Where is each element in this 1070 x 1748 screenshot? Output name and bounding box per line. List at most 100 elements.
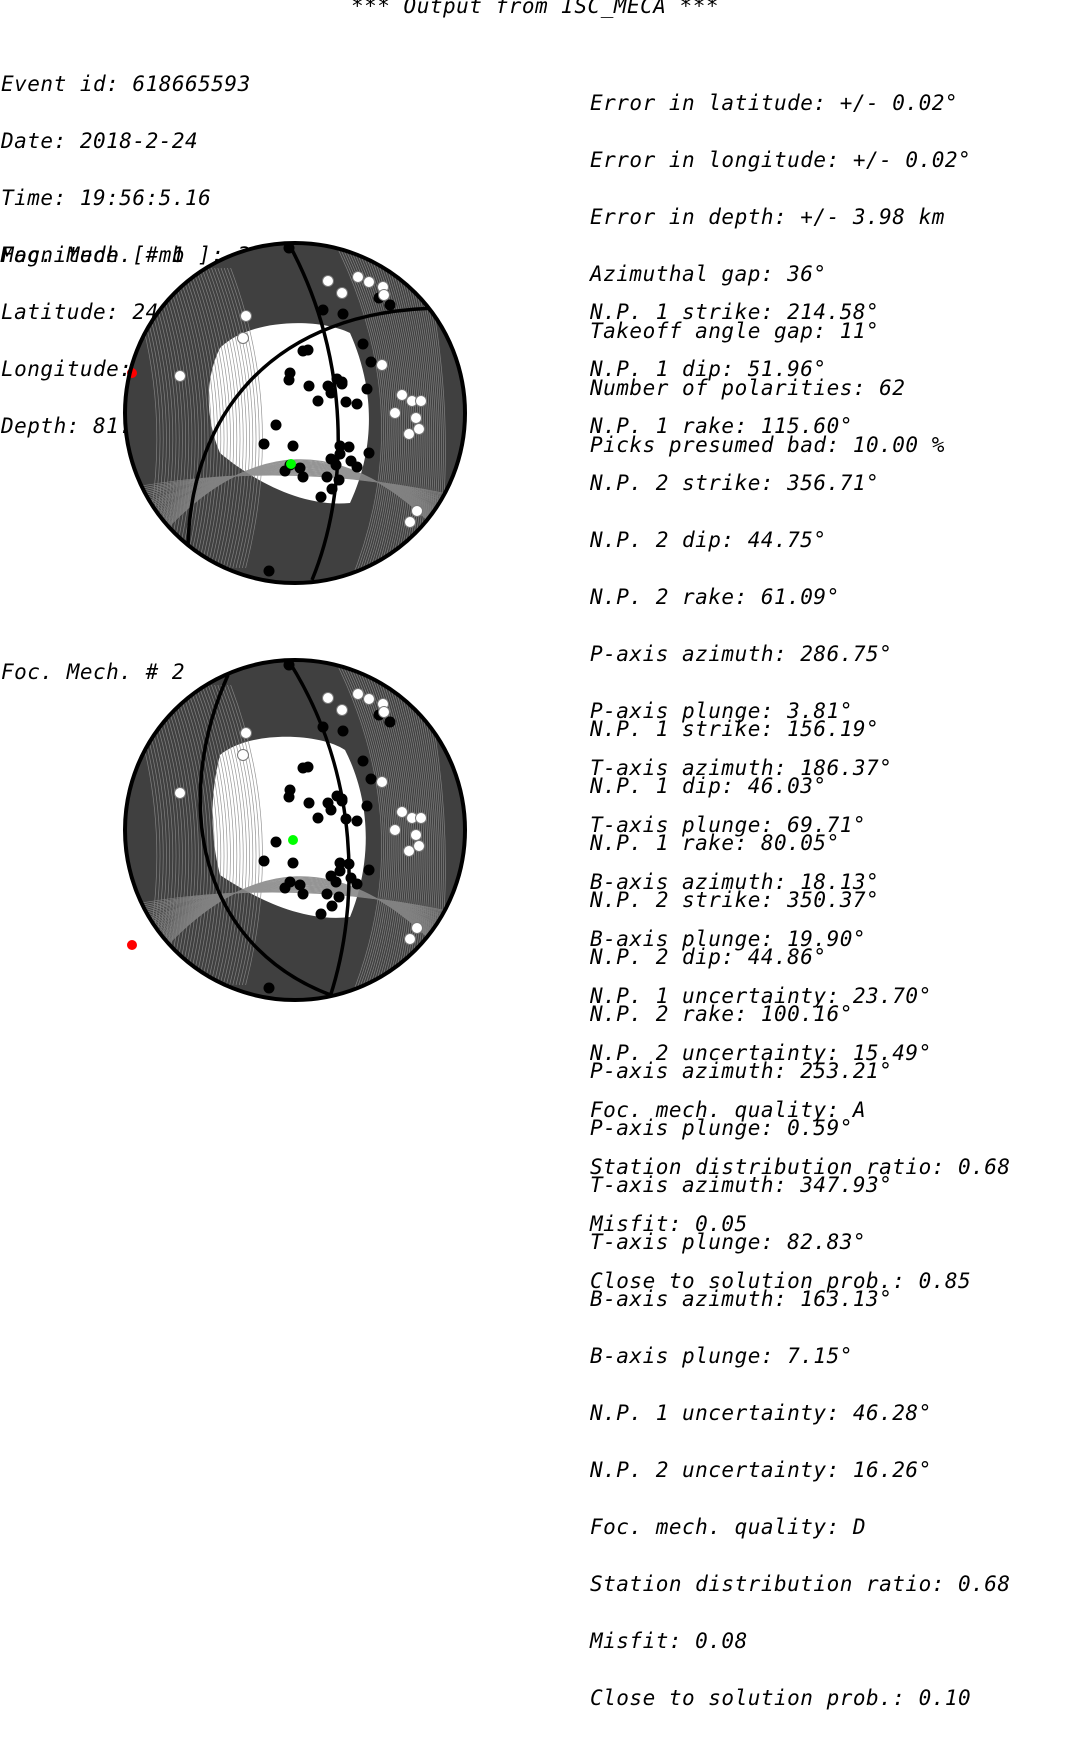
uncertainty-line [217, 684, 250, 986]
p-axis-plunge: P-axis plunge: 3.81° [590, 699, 853, 723]
station-dilatation [376, 776, 388, 788]
np2-strike: N.P. 2 strike: 350.37° [590, 888, 880, 912]
uncertainty-line [220, 267, 254, 569]
station-dilatation [336, 287, 348, 299]
np1-dip: N.P. 1 dip: 46.03° [590, 774, 827, 798]
station-compression [312, 395, 324, 407]
uncertainty-line [185, 684, 218, 986]
uncertainty-line [220, 684, 254, 986]
station-compression [343, 441, 355, 453]
station-compression [283, 242, 295, 254]
uncertainty-line [175, 267, 209, 569]
uncertainty-line [129, 473, 465, 505]
uncertainty-line [129, 472, 465, 510]
station-distribution-ratio: Station distribution ratio: 0.68 [590, 1572, 1011, 1596]
station-compression [384, 299, 396, 311]
error-depth: Error in depth: +/- 3.98 km [590, 205, 945, 229]
np2-uncertainty: N.P. 2 uncertainty: 16.26° [590, 1458, 932, 1482]
uncertainty-line [159, 267, 193, 569]
uncertainty-line [129, 474, 465, 503]
uncertainty-line [156, 684, 190, 986]
station-compression [326, 483, 338, 495]
station-compression [302, 344, 314, 356]
station-compression [312, 812, 324, 824]
uncertainty-line [204, 684, 238, 986]
t-axis-plunge: T-axis plunge: 82.83° [590, 1230, 867, 1254]
nodal-plane-2 [198, 674, 346, 1000]
station-compression [361, 800, 373, 812]
station-compression [333, 474, 345, 486]
uncertainty-line [175, 684, 209, 986]
uncertainty-line [191, 684, 225, 986]
station-compression [363, 447, 375, 459]
np2-strike: N.P. 2 strike: 356.71° [590, 471, 880, 495]
uncertainty-line [217, 267, 250, 569]
uncertainty-line [375, 660, 413, 1000]
uncertainty-line [214, 684, 247, 986]
uncertainty-line [223, 267, 257, 569]
station-dilatation [389, 824, 401, 836]
uncertainty-line [195, 684, 228, 986]
station-compression [294, 879, 306, 891]
station-dilatation [396, 389, 408, 401]
station-dilatation [415, 395, 427, 407]
t-axis-azimuth: T-axis azimuth: 347.93° [590, 1173, 893, 1197]
station-compression [365, 356, 377, 368]
uncertainty-line [129, 471, 465, 512]
station-compression [351, 878, 363, 890]
uncertainty-line [227, 267, 260, 569]
azimuthal-gap: Azimuthal gap: 36° [590, 262, 827, 286]
mechanism-2-params: N.P. 1 strike: 156.19° N.P. 1 dip: 46.03… [590, 682, 1011, 1746]
station-compression [334, 857, 346, 869]
beachball-outline [123, 658, 467, 1002]
np2-rake: N.P. 2 rake: 61.09° [590, 585, 840, 609]
station-compression [263, 982, 275, 994]
b-axis-plunge: B-axis plunge: 19.90° [590, 927, 867, 951]
station-dilatation [396, 806, 408, 818]
mechanism-quality: Foc. mech. quality: D [590, 1515, 867, 1539]
station-compression [333, 891, 345, 903]
uncertainty-line [207, 267, 241, 569]
station-dilatation [389, 407, 401, 419]
uncertainty-line [188, 267, 222, 569]
station-dilatation [404, 516, 416, 528]
uncertainty-line [198, 267, 231, 569]
station-compression [297, 471, 309, 483]
station-compression [317, 721, 329, 733]
beachball-outline [123, 241, 467, 585]
station-compression [315, 491, 327, 503]
uncertainty-line [342, 243, 388, 583]
uncertainty-line [334, 660, 382, 1000]
uncertainty-line [129, 474, 465, 501]
np1-uncertainty: N.P. 1 uncertainty: 46.28° [590, 1401, 932, 1425]
station-compression [287, 440, 299, 452]
station-dilatation [336, 704, 348, 716]
np1-dip: N.P. 1 dip: 51.96° [590, 357, 827, 381]
uncertainty-line [156, 267, 190, 569]
station-compression [294, 462, 306, 474]
nodal-plane-1 [288, 662, 351, 998]
station-dilatation [411, 922, 423, 934]
t-axis-plunge: T-axis plunge: 69.71° [590, 813, 867, 837]
station-compression [279, 465, 291, 477]
nodal-plane-1 [288, 245, 340, 581]
uncertainty-line [230, 267, 263, 569]
mechanism-2-title: Foc. Mech. # 2 [1, 660, 186, 684]
uncertainty-line [195, 267, 228, 569]
uncertainty-line [179, 267, 212, 569]
uncertainty-line [129, 891, 465, 916]
uncertainty-line [163, 267, 196, 569]
np1-rake: N.P. 1 rake: 80.05° [590, 831, 840, 855]
station-dilatation [410, 829, 422, 841]
station-compression [337, 308, 349, 320]
t-axis-marker [288, 835, 298, 845]
uncertainty-line [204, 267, 238, 569]
beachball-group [123, 241, 467, 585]
station-compression [283, 659, 295, 671]
station-compression [317, 304, 329, 316]
station-compression [270, 419, 282, 431]
station-compression [283, 791, 295, 803]
station-compression [357, 338, 369, 350]
station-compression [321, 888, 333, 900]
station-compression [325, 804, 337, 816]
